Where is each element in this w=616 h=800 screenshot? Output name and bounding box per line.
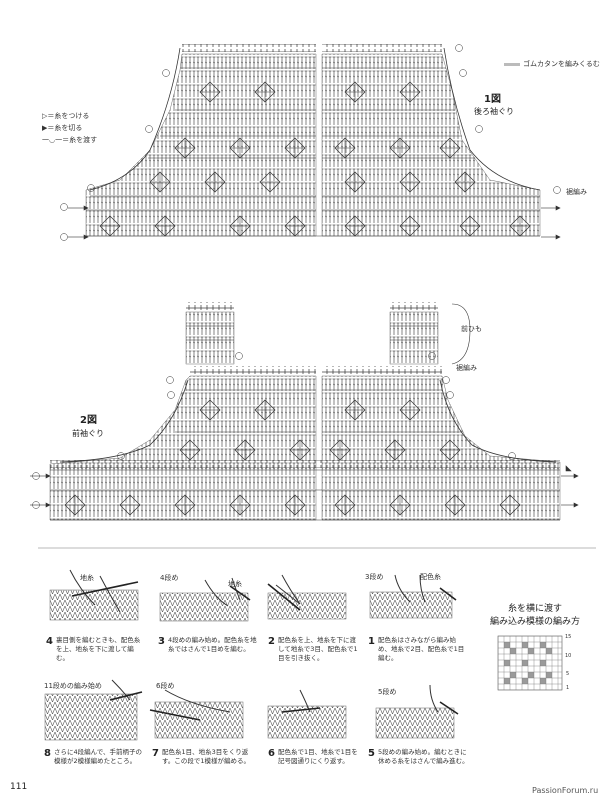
step4-caption: 裏目側を編むときも、配色糸を上、地糸を下に渡して編む。 xyxy=(56,636,141,662)
chart-tick-1: 1 xyxy=(566,685,570,691)
elastic-note: ゴムカタンを編みくるむ xyxy=(523,60,600,68)
step4-number: 4 xyxy=(46,636,53,647)
fig1-side-label: 裾編み xyxy=(566,188,587,196)
step2-caption: 配色糸を上、地糸を下に渡して地糸で3目、配色糸で1目を引き抜く。 xyxy=(278,636,358,662)
fig1-chart xyxy=(60,44,561,241)
step1-number: 1 xyxy=(368,636,375,647)
fig2-side-label-front-tie: 前ひも xyxy=(461,325,482,333)
step5-caption: 5段めの編み始め。編むときに休める糸をはさんで編み進む。 xyxy=(378,748,469,765)
legend-attach: ▷＝糸をつける xyxy=(42,112,90,120)
step1-caption: 配色糸はさみながら編み始め、地糸で2目、配色糸で1目編む。 xyxy=(378,636,465,662)
chart-tick-5: 5 xyxy=(566,671,570,677)
step1-row-label: 3段め xyxy=(365,573,384,581)
legend-carry: 一◡一＝糸を渡す xyxy=(42,136,98,144)
step6-caption: 配色糸で1目、地糸で1目を記号図通りにくり返す。 xyxy=(278,748,358,765)
fig1-subtitle: 後ろ袖ぐり xyxy=(474,107,514,116)
step7-caption: 配色糸1目、地糸3目をくり返す。この段で1模様が編める。 xyxy=(162,748,250,765)
step5-number: 5 xyxy=(368,748,375,759)
step8-caption: さらに4段編んで、手前柄子の模様が2模様編めたところ。 xyxy=(54,748,143,765)
chart-tick-10: 10 xyxy=(565,653,572,659)
step8-number: 8 xyxy=(44,748,51,759)
fig1-top-row-left xyxy=(182,44,316,52)
elastic-line-sample xyxy=(504,63,520,66)
chart-tick-15: 15 xyxy=(565,634,572,640)
step4-yarn-label: 地糸 xyxy=(80,574,94,582)
step1-yarn-label: 配色糸 xyxy=(420,573,441,581)
watermark: PassionForum.ru xyxy=(532,786,599,795)
fig1-title: 1図 xyxy=(484,94,501,105)
fig1-top-row-right xyxy=(322,44,442,52)
colorwork-chart xyxy=(497,635,563,691)
step6-number: 6 xyxy=(268,748,275,759)
step3-yarn-label: 地糸 xyxy=(228,580,242,588)
colorwork-title: 糸を横に渡す 編み込み模様の編み方 xyxy=(489,604,580,627)
step8-label: 11段めの編み始め xyxy=(44,682,102,690)
step3-row-label: 4段め xyxy=(160,574,179,582)
legend-cut: ▶＝糸を切る xyxy=(42,124,83,132)
step3-number: 3 xyxy=(158,636,165,647)
fig2-chart xyxy=(30,302,579,521)
step7-number: 7 xyxy=(152,748,159,759)
step7-label: 6段め xyxy=(156,682,175,690)
fig2-side-label-hem: 裾編み xyxy=(456,364,477,372)
step2-number: 2 xyxy=(268,636,275,647)
step5-label: 5段め xyxy=(378,688,397,696)
step-illustrations xyxy=(44,569,459,741)
fig2-subtitle: 前袖ぐり xyxy=(72,429,104,438)
page-number: 111 xyxy=(10,782,28,792)
fig2-title: 2図 xyxy=(80,415,97,426)
step3-caption: 4段めの編み始め。配色糸を地糸ではさんで1目めを編む。 xyxy=(168,636,257,653)
